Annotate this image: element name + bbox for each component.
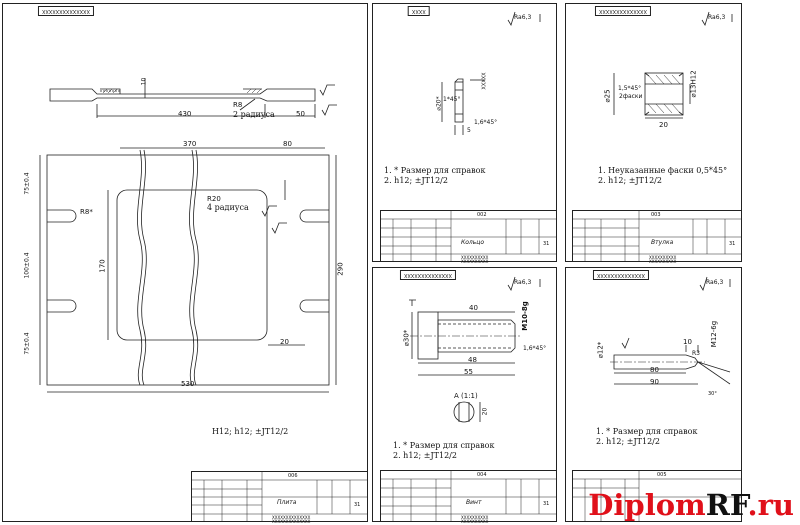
screw-dim-55: 55 (464, 368, 473, 376)
watermark-part-2: RF (705, 488, 748, 522)
bushing-tb-title: Втулка (651, 239, 674, 246)
ring-dim-chamfer2: 1,6*45° (474, 119, 498, 126)
watermark-part-3: .ru (747, 488, 794, 522)
bushing-roughness: Ra6,3 (708, 14, 726, 21)
pin-dim-10: 10 (683, 338, 692, 346)
screw-note-2: 2. h12; ±JT12/2 (393, 451, 457, 460)
screw-tb-title: Винт (466, 499, 482, 506)
screw-tb-org1: ХХХХХХХХХХ (461, 515, 489, 520)
plate-note: H12; h12; ±JT12/2 (212, 427, 289, 436)
pin-dim-d12: ⌀12* (596, 341, 605, 359)
plate-tb-org1: ХХХХХХХХХХХХХХ (272, 515, 311, 520)
bushing-dim-20: 20 (659, 121, 668, 129)
dim-20: 20 (280, 338, 289, 346)
dim-430: 430 (178, 110, 192, 118)
ring-title-block: 002 Кольцо 31 ХХХХХХХХХХ ХХХХХХХХХХ (380, 210, 557, 264)
screw-roughness: Ra6,3 (514, 279, 532, 286)
pin-tb-code: 005 (657, 472, 667, 478)
plate-tb-code: 006 (288, 473, 298, 479)
ring-dim-chamfer: 1*45° (443, 96, 461, 103)
screw-dim-chamfer: 1,6*45° (523, 345, 547, 352)
pin-title-block: 005 (572, 470, 742, 522)
pin-dim-angle: 30° (708, 391, 717, 397)
screw-dim-40: 40 (469, 304, 478, 312)
pin-dim-thread: M12-6g (710, 320, 719, 348)
dim-80: 80 (283, 140, 292, 148)
screw-tb-code: 004 (477, 472, 487, 478)
pin-note-2: 2. h12; ±JT12/2 (596, 437, 660, 446)
ring-note-1: 1. * Размер для справок (384, 166, 486, 175)
screw-title-block: 004 Винт 31 ХХХХХХХХХХ ХХХХХХХХХХ (380, 470, 557, 524)
bushing-dim-chamfer: 1,5*45° (618, 85, 642, 92)
ring-tb-title: Кольцо (461, 239, 485, 246)
bushing-tb-sheet: 31 (729, 241, 736, 247)
screw-tb-sheet: 31 (543, 501, 550, 507)
dim-r20: R20 (207, 195, 221, 203)
bushing-tb-org1: ХХХХХХХХХХ (649, 255, 677, 260)
pin-dim-90: 90 (650, 378, 659, 386)
pin-dim-r3: R3 (692, 350, 700, 357)
ring-note-2: 2. h12; ±JT12/2 (384, 176, 448, 185)
dim-two-radius: 2 радиуса (233, 110, 275, 119)
pin-roughness: Ra6,3 (706, 279, 724, 286)
dim-50: 50 (296, 110, 305, 118)
ring-dim-5: 5 (467, 127, 471, 134)
ring-tb-org1: ХХХХХХХХХХ (461, 255, 489, 260)
bushing-title-block: 003 Втулка 31 ХХХХХХХХХХ ХХХХХХХХХХ (572, 210, 742, 264)
screw-dim-48: 48 (468, 356, 477, 364)
pin-note-1: 1. * Размер для справок (596, 427, 698, 436)
dim-r8: R8 (233, 101, 243, 109)
screw-note-1: 1. * Размер для справок (393, 441, 495, 450)
plate-title-block: 006 Плита 31 ХХХХХХХХХХХХХХ ХХХХХХХХХХХХ… (191, 471, 368, 524)
plate-tb-title: Плита (277, 499, 297, 506)
screw-tb-org2: ХХХХХХХХХХ (461, 519, 489, 524)
plate-tb-org2: ХХХХХХХХХХХХХХ (272, 519, 311, 524)
ring-tb-org2: ХХХХХХХХХХ (461, 259, 489, 264)
watermark-logo: DiplomRF.ru (588, 488, 794, 522)
bushing-tb-code: 003 (651, 212, 661, 218)
bushing-note-2: 2. h12; ±JT12/2 (598, 176, 662, 185)
ring-tb-code: 002 (477, 212, 487, 218)
bushing-note-1: 1. Неуказанные фаски 0,5*45° (598, 166, 728, 175)
dim-four-radius: 4 радиуса (207, 203, 249, 212)
pin-dim-80: 80 (650, 366, 659, 374)
bushing-tb-org2: ХХХХХХХХХХ (649, 259, 677, 264)
screw-view-label: А (1:1) (454, 392, 478, 400)
bushing-dim-two-chamfers: 2фаски (619, 93, 643, 100)
ring-roughness: Ra6,3 (514, 14, 532, 21)
sheet-plate (2, 3, 368, 522)
ring-tb-sheet: 31 (543, 241, 550, 247)
dim-530: 530 (181, 380, 195, 388)
plate-tb-sheet: 31 (354, 502, 361, 508)
dim-r8-star: R8* (80, 208, 93, 216)
watermark-part-1: Diplom (588, 488, 706, 522)
dim-370: 370 (183, 140, 197, 148)
